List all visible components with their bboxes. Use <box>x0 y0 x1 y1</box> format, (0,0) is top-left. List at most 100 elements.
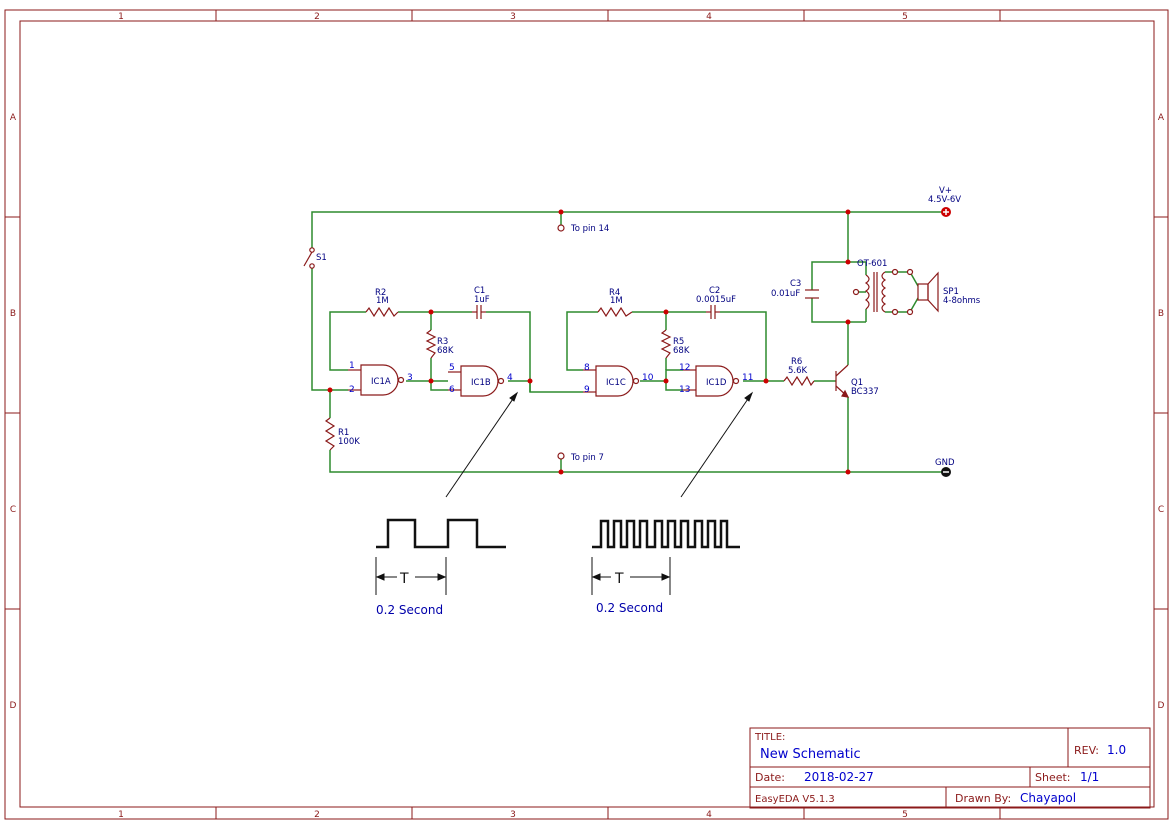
vplus-value: 4.5V-6V <box>928 195 961 205</box>
ic1b-pin5: 5 <box>449 363 455 373</box>
pin-numbers: 1 2 3 5 6 4 8 9 10 12 13 11 <box>349 361 753 395</box>
title-label: TITLE: <box>754 732 785 743</box>
r5-value: 68K <box>673 346 690 356</box>
col-label-top-2: 2 <box>314 12 320 22</box>
row-label-left-a: A <box>10 113 17 123</box>
row-label-right-b: B <box>1158 309 1164 319</box>
row-label-left-b: B <box>10 309 16 319</box>
c2-ref: C2 <box>709 286 720 296</box>
c3-value: 0.01uF <box>771 289 800 299</box>
c2-value: 0.0015uF <box>696 295 736 305</box>
r1-ref: R1 <box>338 428 349 438</box>
title-block: TITLE: New Schematic REV: 1.0 Date: 2018… <box>749 727 1151 809</box>
pin14-label: To pin 14 <box>570 224 609 234</box>
s1-ref: S1 <box>316 253 327 263</box>
transformer-ot601 <box>852 268 914 316</box>
component-labels: S1 R1 100K R2 1M R3 68K C1 1uF R4 1M R5 … <box>316 186 981 468</box>
r4-value: 1M <box>610 296 623 306</box>
r6-value: 5.6K <box>788 366 808 376</box>
row-label-left-c: C <box>10 505 16 515</box>
software-label: EasyEDA V5.1.3 <box>755 794 835 805</box>
sheet-label: Sheet: <box>1035 771 1071 784</box>
r4-ref: R4 <box>609 288 620 298</box>
ic1d-pin13: 13 <box>679 385 690 395</box>
row-label-right-a: A <box>1158 113 1165 123</box>
gate-ic1d <box>683 365 740 397</box>
r2-value: 1M <box>376 296 389 306</box>
components <box>303 224 939 460</box>
sheet-value: 1/1 <box>1080 770 1099 784</box>
r3-ref: R3 <box>437 337 448 347</box>
transistor-q1 <box>835 364 850 398</box>
gnd-name: GND <box>935 458 955 468</box>
r3-value: 68K <box>437 346 454 356</box>
rev-label: REV: <box>1074 744 1099 757</box>
ic1c-pin9: 9 <box>584 385 590 395</box>
vplus-symbol <box>941 207 951 217</box>
col-label-bottom-5: 5 <box>902 810 908 820</box>
vplus-name: V+ <box>939 186 952 196</box>
sp1-ref: SP1 <box>943 287 959 297</box>
resistor-r2 <box>365 306 399 318</box>
r1-value: 100K <box>338 437 360 447</box>
gnd-symbol <box>941 467 951 477</box>
title-value: New Schematic <box>760 747 861 762</box>
ic1b-pin6: 6 <box>449 385 455 395</box>
col-label-top-1: 1 <box>118 12 124 22</box>
col-label-bottom-1: 1 <box>118 810 124 820</box>
t1-ref: OT-601 <box>857 259 887 269</box>
col-label-bottom-2: 2 <box>314 810 320 820</box>
q1-value: BC337 <box>851 387 879 397</box>
rev-value: 1.0 <box>1107 743 1126 757</box>
ic1b-pin4: 4 <box>507 373 513 383</box>
period-symbol-1: T <box>399 571 409 587</box>
r2-ref: R2 <box>375 288 386 298</box>
speaker-sp1 <box>917 271 939 313</box>
ic1a-pin2: 2 <box>349 385 355 395</box>
testpoint-pin7 <box>557 452 565 460</box>
pin7-label: To pin 7 <box>570 453 604 463</box>
r6-ref: R6 <box>791 357 802 367</box>
col-label-bottom-3: 3 <box>510 810 516 820</box>
c1-value: 1uF <box>474 295 490 305</box>
waveform-2 <box>592 519 740 549</box>
resistor-r6 <box>783 375 815 387</box>
testpoint-pin14 <box>557 224 565 232</box>
row-label-right-d: D <box>1158 701 1165 711</box>
resistor-r5 <box>660 329 672 359</box>
ic1d-label: IC1D <box>706 378 727 388</box>
gate-ic1b <box>448 365 505 397</box>
waveform-1 <box>376 518 506 549</box>
row-label-left-d: D <box>10 701 17 711</box>
ic1d-pin12: 12 <box>679 363 690 373</box>
col-label-bottom-4: 4 <box>706 810 712 820</box>
sp1-value: 4-8ohms <box>943 296 981 306</box>
date-label: Date: <box>755 771 785 784</box>
capacitor-c3 <box>805 289 819 299</box>
resistor-r4 <box>597 306 633 318</box>
period-marker-1 <box>375 557 447 595</box>
c1-ref: C1 <box>474 286 485 296</box>
period-marker-2 <box>591 557 671 595</box>
ic1c-label: IC1C <box>606 378 626 388</box>
frame-labels: 1 2 3 4 5 1 2 3 4 5 A B C D A B C D <box>10 12 1165 820</box>
drawn-by-value: Chayapol <box>1020 791 1076 805</box>
drawn-by-label: Drawn By: <box>955 792 1011 805</box>
r5-ref: R5 <box>673 337 684 347</box>
period-symbol-2: T <box>614 571 624 587</box>
capacitor-c2 <box>706 305 720 319</box>
ic1c-pin10: 10 <box>642 373 654 383</box>
wires <box>311 211 946 473</box>
resistor-r1 <box>324 417 336 451</box>
gate-ic1a <box>348 364 405 396</box>
wave2-caption: 0.2 Second <box>596 601 663 615</box>
ic1d-pin11: 11 <box>742 373 753 383</box>
annotation-arrows <box>445 391 754 498</box>
sheet-frame <box>4 9 1169 820</box>
switch-s1 <box>303 247 315 269</box>
q1-ref: Q1 <box>851 378 863 388</box>
ic1b-label: IC1B <box>471 378 491 388</box>
c3-ref: C3 <box>790 279 801 289</box>
ic1a-pin3: 3 <box>407 373 413 383</box>
